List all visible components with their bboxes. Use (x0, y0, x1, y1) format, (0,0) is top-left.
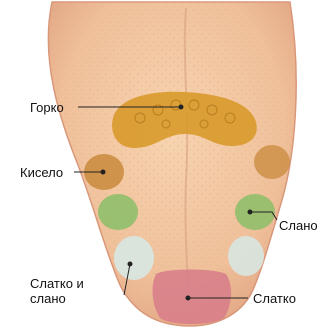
sweet-dot (186, 296, 190, 300)
sour-zone-right (254, 145, 290, 179)
sour-dot (101, 170, 105, 174)
sweet-salty-dot (128, 262, 132, 266)
bitter-dot (179, 105, 183, 109)
label-sweet-salty: Слатко и слано (30, 276, 108, 306)
salty-zone-left (98, 194, 138, 230)
label-salty: Слано (279, 218, 318, 233)
label-sour: Кисело (20, 165, 63, 180)
sweet-zone (153, 270, 232, 325)
sweet-salty-zone-right (228, 236, 264, 276)
label-sweet: Слатко (253, 291, 296, 306)
salty-dot (248, 210, 252, 214)
sweet-salty-zone-left (114, 236, 154, 280)
label-bitter: Горко (30, 100, 64, 115)
